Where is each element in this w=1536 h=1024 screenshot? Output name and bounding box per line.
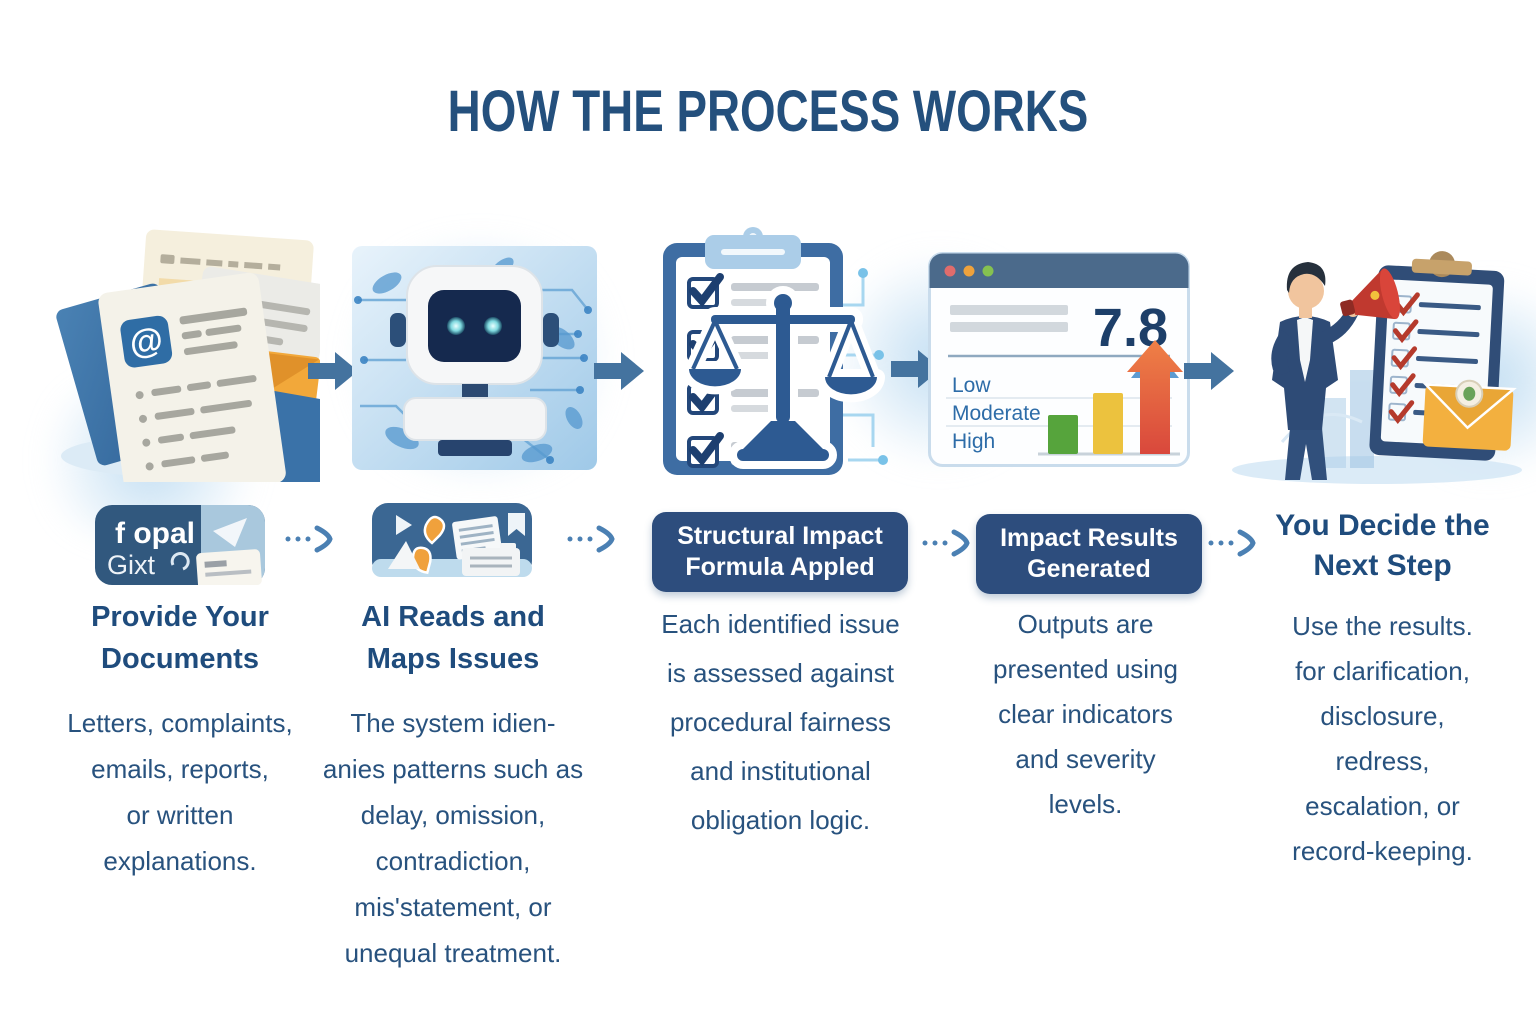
sealed-envelope-icon [1422,379,1517,451]
robot-icon [390,265,559,456]
background-chart-silhouette [1280,370,1374,468]
window-controls-icon [944,265,994,277]
severity-bar-chart-icon [1038,340,1183,456]
send-icon [213,518,247,547]
step-1-description: Letters, complaints, emails, reports, or… [67,708,293,876]
dashed-arrow-icon [283,524,339,559]
badge-label: Impact Results Generated [976,514,1202,594]
step-5-column: Use the results. for clarification, disc… [1240,604,1525,874]
badge-label: Structural Impact Formula Appled [652,512,908,592]
paper-fold-icon [388,541,420,569]
decision-clipboard-icon [1369,251,1517,461]
step-4-column: Outputs are presented using clear indica… [958,602,1213,827]
flow-arrow-icon [308,348,358,399]
robot-eye [484,317,502,335]
flow-arrow-icon [1184,348,1234,399]
robot-eye [447,317,465,335]
at-icon: @ [127,321,165,363]
bar-moderate [1093,393,1123,454]
step-5-heading: You Decide the Next Step [1275,509,1490,582]
severity-label-moderate: Moderate [952,402,1041,425]
bookmark-icon [508,513,525,536]
step-2-description: The system idien- anies patterns such as… [322,708,584,968]
step-4-description: Outputs are presented using clear indica… [992,609,1179,819]
documents-stack-illustration: @ [55,222,320,482]
step-2-heading: AI Reads and Maps Issues [361,601,545,675]
garbled-badge-text: Gixt [107,550,156,580]
step-4-badge: Impact Results Generated [976,514,1202,594]
severity-label-high: High [952,430,995,453]
play-icon [396,515,412,535]
clipboard-scales-illustration [633,215,893,485]
severity-label-low: Low [952,374,991,397]
decision-person-illustration [1222,230,1522,485]
placeholder-text-line [950,305,1068,315]
ai-robot-illustration [352,238,597,478]
step-3-column: Each identified issue is assessed agains… [628,600,933,845]
window-titlebar [929,253,1189,288]
step-5-description: Use the results. for clarification, disc… [1292,611,1473,866]
bar-low [1048,415,1078,454]
scales-of-justice-icon [681,286,885,469]
refresh-glyph [170,552,190,571]
dashed-arrow-icon [565,524,621,559]
card-icon [196,549,262,589]
flow-arrow-icon [594,348,644,399]
email-document-icon: @ [98,272,286,482]
step-1-heading: Provide Your Documents [91,601,269,675]
step-1-column: Provide Your Documents Letters, complain… [30,596,330,884]
step-3-badge: Structural Impact Formula Appled [652,512,908,592]
step-3-description: Each identified issue is assessed agains… [661,609,900,835]
step-2-column: AI Reads and Maps Issues The system idie… [308,596,598,976]
megaphone-icon [1340,268,1400,320]
dashed-arrow-icon [920,528,976,563]
step-1-icon-badge: f opal Gixt [95,505,265,590]
page-title: HOW THE PROCESS WORKS [447,79,1089,145]
step-2-icon-badge [372,503,537,588]
score-window-illustration: 7.8 Low Moderate High [928,252,1190,467]
person-icon [1271,262,1400,480]
card-icon [462,543,520,576]
dashed-arrow-icon [1206,528,1262,563]
ground-shadow [1232,456,1522,484]
placeholder-text-line [950,322,1068,332]
garbled-badge-text: f opal [115,517,195,550]
bar-high-arrow [1127,340,1183,454]
orange-leaf-icon [423,515,446,545]
